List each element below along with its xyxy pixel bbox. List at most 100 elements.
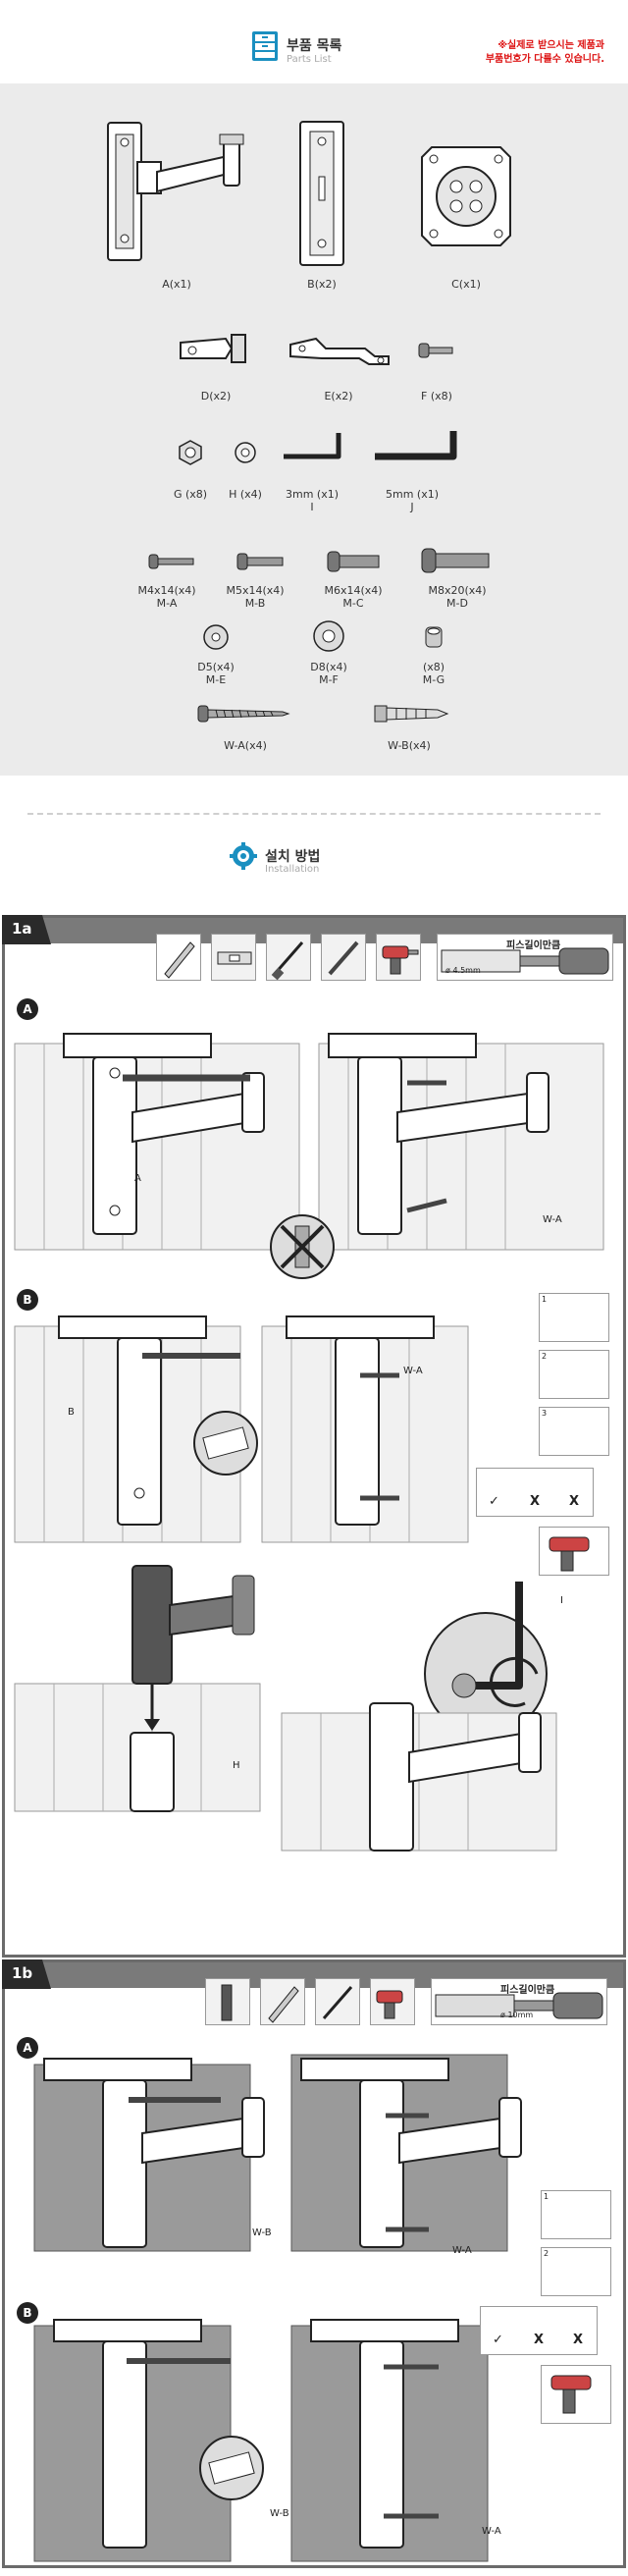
drill-icon [549, 1536, 590, 1572]
side-step-1-number: 1 [542, 1295, 548, 1304]
screw-ma-size: M4x14(x4) [137, 584, 196, 597]
screw-wa-illustration [197, 705, 290, 723]
concrete-step-a-right [290, 2054, 522, 2252]
no-anchor-icon [270, 1214, 335, 1279]
section-1b-tag: 1b [2, 1959, 51, 1989]
screw-mb-code: M-B [244, 597, 266, 610]
washer-me-size: D5(x4) [197, 661, 235, 673]
level-check-row: ✓ X X [476, 1468, 594, 1517]
arm-mount-illustration [14, 1565, 261, 1812]
cabinet-icon [252, 31, 278, 61]
concrete-step-a-left [33, 2058, 265, 2252]
screw-md-size: M8x20(x4) [428, 584, 487, 597]
washer-mf-size: D8(x4) [310, 661, 347, 673]
check-x-icon: X [569, 1494, 580, 1509]
parts-list-header: 부품 목록 Parts List ※실제로 받으시는 제품과 부품번호가 다를수… [0, 0, 628, 83]
part-e-label: E(x2) [324, 390, 353, 402]
section-1a: 1a 피스길이만큼 ø 4.5mm A [2, 915, 626, 1958]
concrete-step-b-left [33, 2319, 232, 2562]
spacer-mg-size: (x8) [422, 661, 445, 673]
tool-drill-box [376, 934, 421, 981]
part-h-label: H (x4) [229, 488, 262, 501]
check-ok-icon: ✓ [493, 2333, 503, 2347]
wa-callout-1: W-A [543, 1214, 562, 1225]
wa-callout-2: W-A [482, 2526, 501, 2537]
washer-me-code: M-E [205, 673, 227, 686]
side-step-1: 1 [541, 2190, 611, 2239]
tools-row: 피스길이만큼 ø 10mm [201, 1972, 623, 2031]
part-b-label: B(x2) [307, 278, 337, 291]
part-d-illustration [180, 334, 246, 363]
side-step-2: 2 [541, 2247, 611, 2296]
part-a-callout: A [134, 1173, 141, 1184]
part-c-illustration [421, 146, 511, 246]
screwdriver-icon [271, 941, 304, 981]
section-1b: 1b 피스길이만큼 ø 10mm A [2, 1959, 626, 2568]
disclaimer-line-2: 부품번호가 다를수 있습니다. [485, 54, 604, 65]
screw-ma-illustration [148, 554, 194, 569]
step-b-badge: B [17, 2302, 38, 2324]
drill-depth-title: 피스길이만큼 [506, 940, 561, 951]
pencil-icon [268, 1986, 299, 2023]
tool-pencil-box [260, 1978, 305, 2025]
part-i-code-label: I [310, 501, 314, 513]
screw-mc-size: M6x14(x4) [324, 584, 383, 597]
parts-list-subtitle: Parts List [287, 54, 332, 65]
side-step-3-number: 3 [542, 1409, 548, 1418]
drill-bit-illustration [441, 947, 609, 975]
washer-me-illustration [203, 624, 229, 650]
side-step-1-number: 1 [544, 2192, 550, 2201]
screw-ma-code: M-A [156, 597, 178, 610]
part-d-label: D(x2) [200, 390, 232, 402]
part-e-illustration [289, 337, 390, 365]
washer-mf-illustration [313, 620, 344, 652]
part-j-size-label: 5mm (x1) [385, 488, 440, 501]
side-step-3: 3 [539, 1407, 609, 1456]
part-a-illustration [107, 122, 244, 261]
step-a-right-illustration [318, 1033, 604, 1251]
pencil-icon [164, 941, 195, 979]
level-detail-illustration [199, 2436, 264, 2500]
gear-icon [230, 842, 257, 870]
drill-depth-box: 피스길이만큼 ø 4.5mm [437, 934, 613, 981]
parts-panel: A(x1) B(x2) C(x1) D(x2) E(x2) [0, 83, 628, 776]
parts-disclaimer: ※실제로 받으시는 제품과 부품번호가 다를수 있습니다. [486, 39, 604, 67]
level-icon [217, 951, 252, 965]
section-1a-tag: 1a [2, 915, 51, 944]
part-a-label: A(x1) [162, 278, 191, 291]
drill-side-box [539, 1527, 609, 1576]
check-x-icon: X [573, 2333, 584, 2347]
part-j-code-label: J [410, 501, 414, 513]
installation-title: 설치 방법 [265, 849, 321, 865]
check-x-icon: X [534, 2333, 545, 2347]
drill-icon [382, 945, 419, 975]
screw-md-illustration [421, 548, 490, 573]
side-step-2-number: 2 [544, 2249, 550, 2258]
part-h-illustration [235, 442, 256, 463]
check-ok-icon: ✓ [489, 1494, 499, 1509]
disclaimer-line-1: ※실제로 받으시는 제품과 [497, 40, 604, 51]
wa-callout-2: W-A [403, 1366, 423, 1376]
step-b-badge: B [17, 1289, 38, 1311]
drill-side-box [541, 2365, 611, 2424]
screw-mb-illustration [236, 553, 284, 570]
section-divider [27, 813, 601, 815]
screw-md-code: M-D [446, 597, 468, 610]
part-g-label: G (x8) [173, 488, 208, 501]
part-f-illustration [418, 343, 453, 358]
spacer-mg-code: M-G [422, 673, 445, 686]
drill-bit-icon [221, 1984, 233, 2021]
step-a-badge: A [17, 998, 38, 1020]
parts-list-title: 부품 목록 [287, 38, 342, 54]
drill-depth-box: 피스길이만큼 ø 10mm [431, 1978, 607, 2025]
part-f-label: F (x8) [421, 390, 452, 402]
step-b-right-illustration [261, 1315, 469, 1543]
tool-screwdriver2-box [321, 934, 366, 981]
tools-row: 피스길이만큼 ø 4.5mm [152, 928, 623, 987]
step-a-badge: A [17, 2037, 38, 2059]
screw-mb-size: M5x14(x4) [226, 584, 285, 597]
part-i-callout: I [560, 1595, 563, 1606]
part-h-callout: H [233, 1760, 240, 1771]
part-b-illustration [299, 121, 344, 266]
concrete-step-b-right [290, 2319, 489, 2562]
